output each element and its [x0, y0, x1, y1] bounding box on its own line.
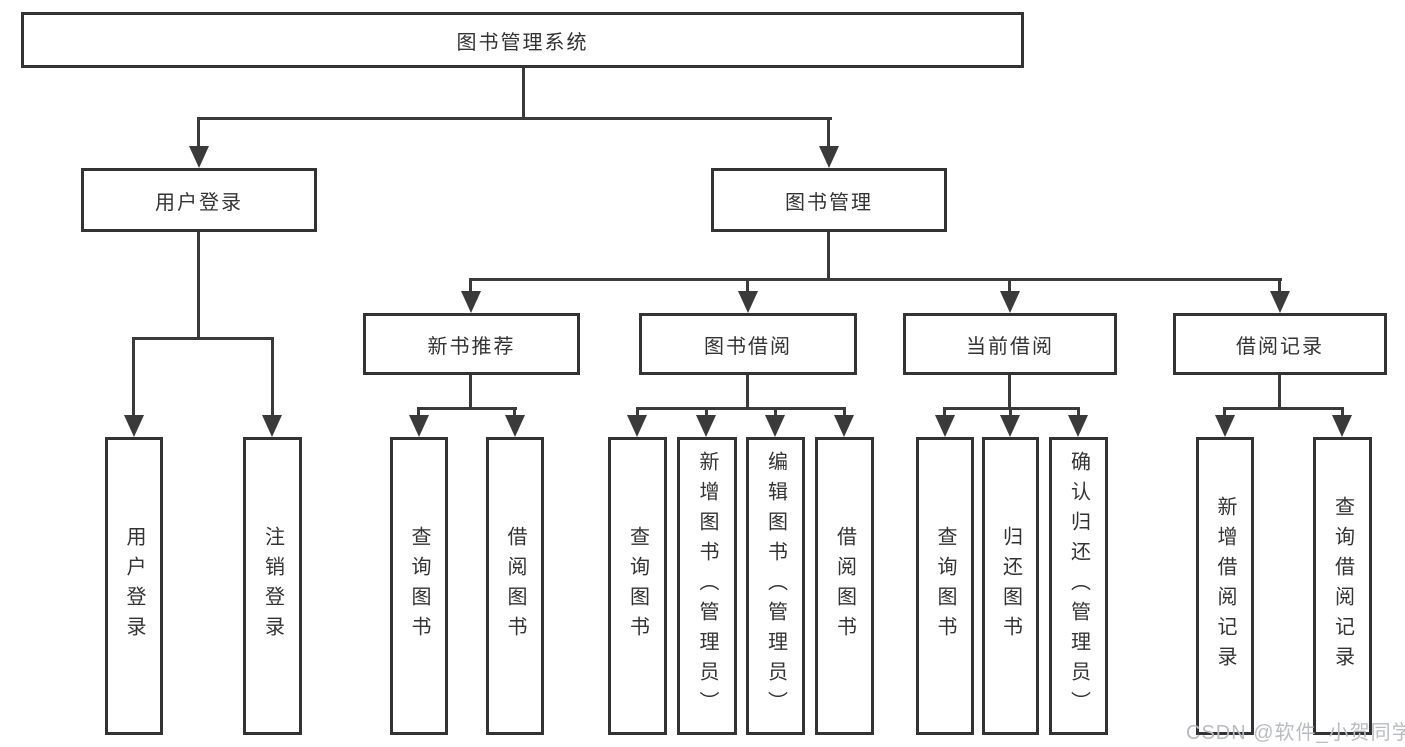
connector-line — [469, 375, 472, 410]
connector-line — [774, 407, 777, 419]
connector-line — [1278, 375, 1281, 410]
branch-node-user-login: 用户登录 — [81, 168, 317, 232]
connector-line — [1341, 407, 1344, 419]
connector-line — [1077, 407, 1080, 419]
arrowhead-down-icon — [1068, 415, 1088, 437]
connector-line — [198, 117, 832, 120]
connector-line — [417, 407, 420, 419]
csdn-watermark: CSDN @软件_小贺同学 — [1186, 722, 1405, 744]
leaf-node-label: 借阅图书 — [833, 526, 856, 646]
leaf-node-label: 编辑图书（管理员） — [764, 451, 787, 721]
group-node-label: 借阅记录 — [1236, 335, 1324, 358]
group-node-label: 图书借阅 — [704, 335, 792, 358]
leaf-node-label: 归还图书 — [999, 526, 1022, 646]
arrowhead-down-icon — [696, 415, 716, 437]
arrowhead-down-icon — [189, 146, 209, 168]
connector-line — [1008, 278, 1011, 295]
arrowhead-down-icon — [935, 415, 955, 437]
connector-line — [513, 407, 516, 419]
leaf-node-label: 新增借阅记录 — [1214, 496, 1236, 676]
arrowhead-down-icon — [409, 415, 429, 437]
leaf-node-label: 注销登录 — [261, 526, 284, 646]
arrowhead-down-icon — [1000, 415, 1020, 437]
connector-line — [522, 68, 525, 120]
leaf-node-edit-books-admin: 编辑图书（管理员） — [746, 437, 805, 735]
connector-line — [1223, 407, 1226, 419]
connector-line — [636, 407, 846, 410]
branch-node-book-management: 图书管理 — [711, 168, 947, 232]
leaf-node-borrow-books-recommend: 借阅图书 — [486, 437, 544, 735]
connector-line — [417, 407, 517, 410]
leaf-node-add-borrow-record: 新增借阅记录 — [1196, 437, 1254, 735]
leaf-node-label: 查询借阅记录 — [1331, 496, 1354, 676]
arrowhead-down-icon — [1332, 415, 1352, 437]
leaf-node-logout: 注销登录 — [243, 437, 302, 735]
leaf-node-user-login: 用户登录 — [105, 437, 163, 735]
arrowhead-down-icon — [1270, 291, 1290, 313]
connector-line — [1223, 407, 1344, 410]
leaf-node-add-books-admin: 新增图书（管理员） — [677, 437, 737, 735]
arrowhead-down-icon — [765, 415, 785, 437]
connector-line — [469, 278, 472, 295]
connector-line — [1278, 278, 1281, 295]
branch-node-label: 用户登录 — [155, 191, 243, 214]
connector-line — [746, 375, 749, 410]
leaf-node-label: 新增图书（管理员） — [696, 451, 718, 721]
group-node-label: 当前借阅 — [966, 335, 1054, 358]
leaf-node-borrow-books: 借阅图书 — [815, 437, 874, 735]
group-node-book-borrowing: 图书借阅 — [639, 313, 857, 375]
connector-line — [827, 232, 830, 281]
connector-line — [1009, 407, 1012, 419]
connector-line — [271, 337, 274, 418]
arrowhead-down-icon — [262, 415, 282, 437]
arrowhead-down-icon — [1000, 291, 1020, 313]
arrowhead-down-icon — [738, 291, 758, 313]
arrowhead-down-icon — [834, 415, 854, 437]
connector-line — [705, 407, 708, 419]
connector-line — [197, 117, 200, 150]
leaf-node-return-books: 归还图书 — [982, 437, 1039, 735]
connector-line — [827, 117, 830, 150]
leaf-node-label: 确认归还（管理员） — [1067, 451, 1090, 721]
leaf-node-query-books-recommend: 查询图书 — [390, 437, 448, 735]
connector-line — [636, 407, 639, 419]
leaf-node-query-books-current: 查询图书 — [916, 437, 974, 735]
arrowhead-down-icon — [627, 415, 647, 437]
leaf-node-query-books-borrowing: 查询图书 — [608, 437, 667, 735]
arrowhead-down-icon — [819, 146, 839, 168]
root-node-label: 图书管理系统 — [456, 31, 589, 54]
leaf-node-label: 查询图书 — [408, 526, 430, 646]
connector-line — [843, 407, 846, 419]
group-node-label: 新书推荐 — [427, 335, 516, 358]
connector-line — [132, 337, 274, 340]
arrowhead-down-icon — [124, 415, 144, 437]
connector-line — [943, 407, 946, 419]
root-node-library-system: 图书管理系统 — [21, 12, 1024, 68]
connector-line — [469, 278, 1282, 281]
leaf-node-confirm-return-admin: 确认归还（管理员） — [1049, 437, 1108, 735]
leaf-node-label: 借阅图书 — [504, 526, 526, 646]
leaf-node-query-borrow-record: 查询借阅记录 — [1313, 437, 1372, 735]
connector-line — [197, 232, 200, 340]
arrowhead-down-icon — [505, 415, 525, 437]
arrowhead-down-icon — [461, 291, 481, 313]
leaf-node-label: 用户登录 — [123, 526, 145, 646]
branch-node-label: 图书管理 — [785, 191, 873, 214]
connector-line — [1008, 375, 1011, 410]
connector-line — [132, 337, 135, 418]
arrowhead-down-icon — [1215, 415, 1235, 437]
group-node-new-book-recommend: 新书推荐 — [363, 313, 580, 375]
leaf-node-label: 查询图书 — [626, 526, 649, 646]
group-node-borrowing-records: 借阅记录 — [1173, 313, 1387, 375]
group-node-current-borrowing: 当前借阅 — [903, 313, 1117, 375]
connector-line — [746, 278, 749, 295]
leaf-node-label: 查询图书 — [934, 526, 956, 646]
